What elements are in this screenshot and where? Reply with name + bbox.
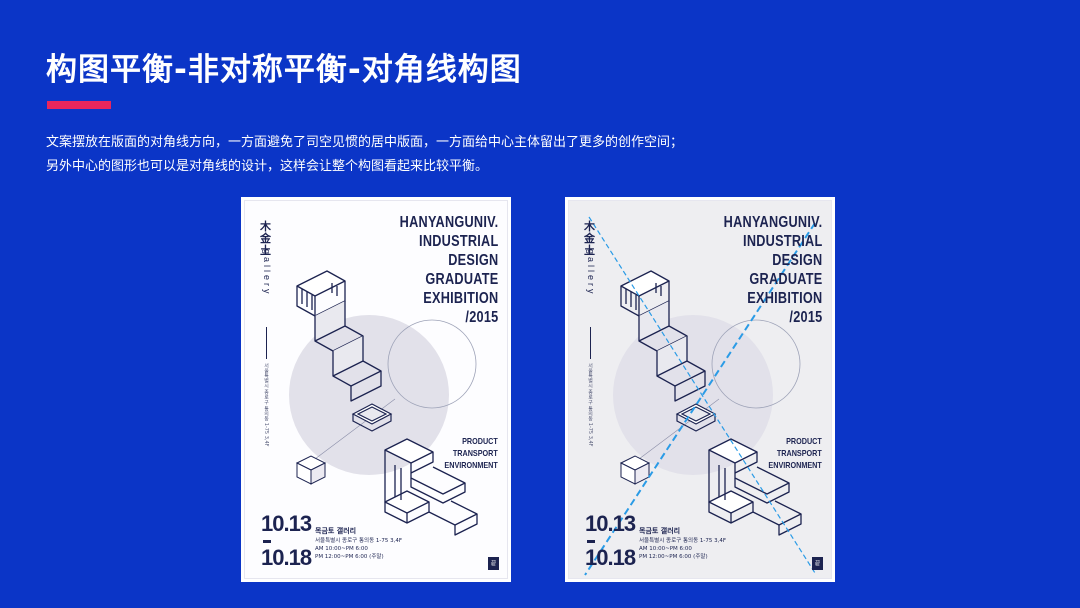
gallery-brand-mark: 木金土 — [584, 220, 595, 257]
title-line: HANYANGUNIV. — [399, 214, 498, 231]
diagonal-guides — [584, 216, 816, 576]
venue-info-line: AM 10:00~PM 6:00 — [315, 546, 368, 552]
category-line: TRANSPORT — [777, 448, 822, 458]
exhibition-title: HANYANGUNIV. INDUSTRIAL DESIGN GRADUATE … — [702, 213, 822, 327]
title-line: GRADUATE — [748, 271, 822, 288]
title-line: DESIGN — [447, 252, 498, 269]
title-line: HANYANGUNIV. — [723, 214, 822, 231]
isometric-stairs — [296, 270, 382, 402]
poster-artwork — [584, 216, 816, 576]
poster-logo: 끝 — [812, 557, 823, 570]
exhibition-categories: PRODUCT TRANSPORT ENVIRONMENT — [759, 435, 822, 471]
title-accent-bar — [47, 101, 111, 109]
category-line: PRODUCT — [786, 436, 822, 446]
isometric-e-shape — [384, 438, 478, 536]
isometric-cube — [295, 455, 327, 485]
title-line: /2015 — [464, 309, 498, 326]
diagonal-guide-secondary — [588, 216, 816, 574]
diagonal-guide-main — [584, 222, 816, 576]
category-line: ENVIRONMENT — [444, 460, 498, 470]
venue-info: 목금토 갤러리 서울특별시 종로구 통의동 1-75 3,4F AM 10:00… — [639, 527, 726, 561]
title-line: GRADUATE — [424, 271, 498, 288]
poster-artwork — [289, 270, 478, 536]
isometric-e-shape — [708, 438, 802, 536]
vertical-divider — [266, 327, 267, 359]
isometric-cube — [619, 455, 651, 485]
gallery-vertical-label: gallery — [586, 249, 596, 297]
poster-annotated: 木金土 gallery 서울특별시 종로구 통의동 1-75 3,4F HANY… — [565, 197, 835, 582]
venue-info-line: PM 12:00~PM 6:00 (주말) — [315, 554, 384, 560]
date-dash — [263, 540, 271, 543]
outline-circle — [711, 319, 801, 409]
title-line: /2015 — [788, 309, 822, 326]
date-end: 10.18 — [261, 545, 312, 570]
venue-name: 목금토 갤러리 — [639, 527, 681, 535]
category-line: PRODUCT — [462, 436, 498, 446]
poster-canvas: 木金土 gallery 서울특별시 종로구 통의동 1-75 3,4F HANY… — [568, 200, 832, 579]
venue-info-line: AM 10:00~PM 6:00 — [639, 546, 692, 552]
poster-logo: 끝 — [488, 557, 499, 570]
title-line: EXHIBITION — [422, 290, 498, 307]
venue-info-line: PM 12:00~PM 6:00 (주말) — [639, 554, 708, 560]
title-line: INDUSTRIAL — [742, 233, 822, 250]
venue-name: 목금토 갤러리 — [315, 527, 357, 535]
description-line-1: 文案摆放在版面的对角线方向，一方面避免了司空见惯的居中版面，一方面给中心主体留出… — [46, 135, 684, 150]
venue-info-line: 서울특별시 종로구 통의동 1-75 3,4F — [639, 538, 727, 544]
outline-circle — [387, 319, 477, 409]
background-disc — [613, 315, 773, 475]
date-start: 10.13 — [585, 511, 636, 536]
vertical-address: 서울특별시 종로구 통의동 1-75 3,4F — [587, 363, 593, 447]
description-line-2: 另外中心的图形也可以是对角线的设计，这样会让整个构图看起来比较平衡。 — [46, 159, 489, 174]
date-dash — [587, 540, 595, 543]
page-title: 构图平衡-非对称平衡-对角线构图 — [46, 52, 522, 88]
exhibition-dates: 10.13 10.18 — [261, 511, 312, 570]
gallery-vertical-label: gallery — [262, 249, 272, 297]
category-line: TRANSPORT — [453, 448, 498, 458]
gallery-brand-mark: 木金土 — [260, 220, 271, 257]
venue-info-line: 서울특별시 종로구 통의동 1-75 3,4F — [315, 538, 403, 544]
isometric-tray — [351, 403, 393, 432]
category-line: ENVIRONMENT — [768, 460, 822, 470]
title-line: EXHIBITION — [746, 290, 822, 307]
vertical-divider — [590, 327, 591, 359]
background-disc — [289, 315, 449, 475]
vertical-address: 서울특별시 종로구 통의동 1-75 3,4F — [263, 363, 269, 447]
venue-info: 목금토 갤러리 서울특별시 종로구 통의동 1-75 3,4F AM 10:00… — [315, 527, 402, 561]
isometric-stairs — [620, 270, 706, 402]
date-end: 10.18 — [585, 545, 636, 570]
date-start: 10.13 — [261, 511, 312, 536]
description: 文案摆放在版面的对角线方向，一方面避免了司空见惯的居中版面，一方面给中心主体留出… — [46, 131, 786, 179]
title-line: DESIGN — [771, 252, 822, 269]
title-line: INDUSTRIAL — [418, 233, 498, 250]
poster-plain: 木金土 gallery 서울특별시 종로구 통의동 1-75 3,4F HANY… — [241, 197, 511, 582]
poster-canvas: 木金土 gallery 서울특별시 종로구 통의동 1-75 3,4F HANY… — [244, 200, 508, 579]
exhibition-dates: 10.13 10.18 — [585, 511, 636, 570]
exhibition-categories: PRODUCT TRANSPORT ENVIRONMENT — [435, 435, 498, 471]
exhibition-title: HANYANGUNIV. INDUSTRIAL DESIGN GRADUATE … — [378, 213, 498, 327]
